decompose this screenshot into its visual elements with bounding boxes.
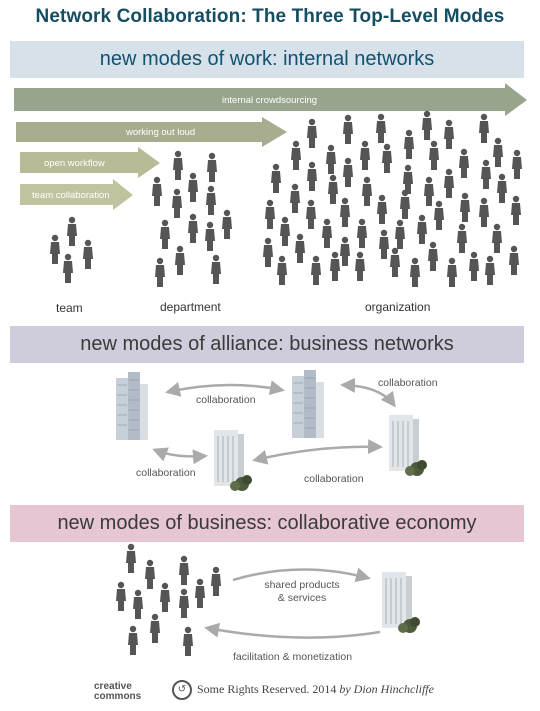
cc-line2: commons — [94, 691, 142, 702]
building-office-lower — [213, 429, 253, 492]
department-people — [152, 150, 232, 287]
internal-crowdsourcing-label: internal crowdsourcing — [222, 95, 318, 106]
author-text: by Dion Hinchcliffe — [339, 682, 434, 696]
section-alliance-heading: new modes of alliance: business networks — [10, 326, 524, 363]
working-out-loud-arrow — [16, 117, 287, 147]
economy-flow-arrows — [204, 567, 381, 639]
open-workflow-label: open workflow — [44, 158, 105, 169]
economy-people — [116, 543, 221, 656]
building-tower-center — [291, 369, 325, 439]
collaboration-arrows — [152, 377, 396, 465]
rights-text: Some Rights Reserved. 2014 — [197, 682, 337, 696]
building-office-right — [388, 414, 428, 477]
diagram-title: Network Collaboration: The Three Top-Lev… — [35, 6, 505, 27]
section-work-heading: new modes of work: internal networks — [10, 41, 524, 78]
creative-commons-logo: creative commons — [94, 682, 141, 702]
building-office-business — [381, 571, 421, 634]
collaboration-label-right: collaboration — [378, 377, 438, 389]
group-label-team: team — [56, 301, 83, 315]
collaboration-label-left: collaboration — [136, 467, 196, 479]
cc-line1: creative — [94, 681, 132, 692]
team-collaboration-label: team collaboration — [32, 190, 110, 201]
collaboration-label-top: collaboration — [196, 394, 256, 406]
footer-credit: Some Rights Reserved. 2014 by Dion Hinch… — [197, 682, 434, 697]
group-label-department: department — [160, 300, 221, 314]
internal-crowdsourcing-arrow — [14, 83, 527, 116]
collaboration-label-bottom: collaboration — [304, 473, 364, 485]
organization-people — [263, 110, 522, 287]
share-alike-icon: ↺ — [172, 680, 192, 700]
working-out-loud-label: working out loud — [126, 127, 196, 138]
flow-label-top-line1: shared products — [264, 579, 340, 591]
team-people — [50, 216, 93, 283]
flow-label-bottom: facilitation & monetization — [233, 651, 353, 663]
building-tower-left — [115, 371, 149, 441]
open-workflow-arrow — [20, 147, 160, 178]
group-label-organization: organization — [365, 300, 431, 314]
flow-label-top-line2: & services — [277, 592, 327, 604]
section-business-heading: new modes of business: collaborative eco… — [10, 505, 524, 542]
team-collaboration-arrow — [20, 179, 133, 210]
